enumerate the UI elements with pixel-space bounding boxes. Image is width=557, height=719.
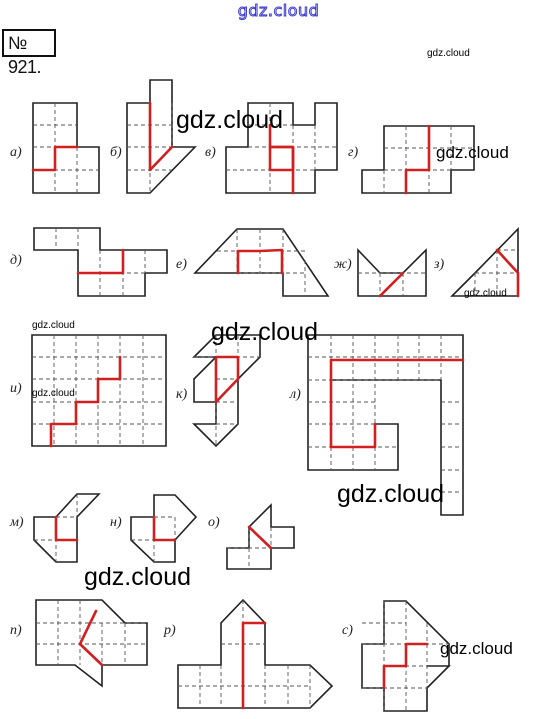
label-e: е) xyxy=(176,257,187,272)
figure-l: л) xyxy=(289,334,465,516)
watermark: gdz.cloud xyxy=(427,48,470,59)
figure-d: д) xyxy=(10,227,168,297)
figure-o: о) xyxy=(208,503,295,570)
figure-b: б) xyxy=(110,79,197,194)
label-b: б) xyxy=(110,145,122,160)
label-s: с) xyxy=(342,623,353,638)
problem-number: № 921. xyxy=(2,29,56,77)
label-zh: ж) xyxy=(334,257,352,272)
watermark: gdz.cloud xyxy=(436,143,509,162)
label-l: л) xyxy=(289,387,301,402)
label-i: и) xyxy=(10,381,22,396)
label-m: м) xyxy=(9,515,24,530)
label-a: а) xyxy=(10,145,22,160)
watermark: gdz.cloud xyxy=(32,320,75,331)
label-k: к) xyxy=(176,387,188,402)
figure-g: г) xyxy=(348,124,475,195)
watermark: gdz.cloud xyxy=(464,288,507,299)
label-v: в) xyxy=(205,145,216,160)
label-n: н) xyxy=(110,515,122,530)
figure-i: и) xyxy=(10,334,167,448)
watermark: gdz.cloud xyxy=(440,639,513,658)
label-z: з) xyxy=(433,257,444,272)
site-link[interactable]: gdz.cloud xyxy=(237,1,320,21)
watermark: gdz.cloud xyxy=(211,318,319,346)
figure-e: е) xyxy=(176,228,330,297)
figure-s: с) xyxy=(342,600,451,712)
figure-k: к) xyxy=(176,334,261,448)
watermark: gdz.cloud xyxy=(176,106,284,134)
label-p: п) xyxy=(10,623,22,638)
label-r: р) xyxy=(163,623,176,638)
watermark: gdz.cloud xyxy=(84,563,192,591)
figure-zh: ж) xyxy=(334,248,427,298)
watermark: gdz.cloud xyxy=(337,480,445,508)
figure-r: р) xyxy=(163,598,334,710)
label-g: г) xyxy=(348,145,358,160)
figure-a: а) xyxy=(10,102,100,194)
figure-p: п) xyxy=(10,599,148,688)
figure-v: в) xyxy=(205,102,338,195)
label-d: д) xyxy=(10,253,22,268)
figure-z: з) xyxy=(433,227,520,298)
figure-m: м) xyxy=(9,493,101,563)
label-o: о) xyxy=(208,515,220,530)
watermark: gdz.cloud xyxy=(32,388,75,399)
figure-n: н) xyxy=(110,494,198,563)
